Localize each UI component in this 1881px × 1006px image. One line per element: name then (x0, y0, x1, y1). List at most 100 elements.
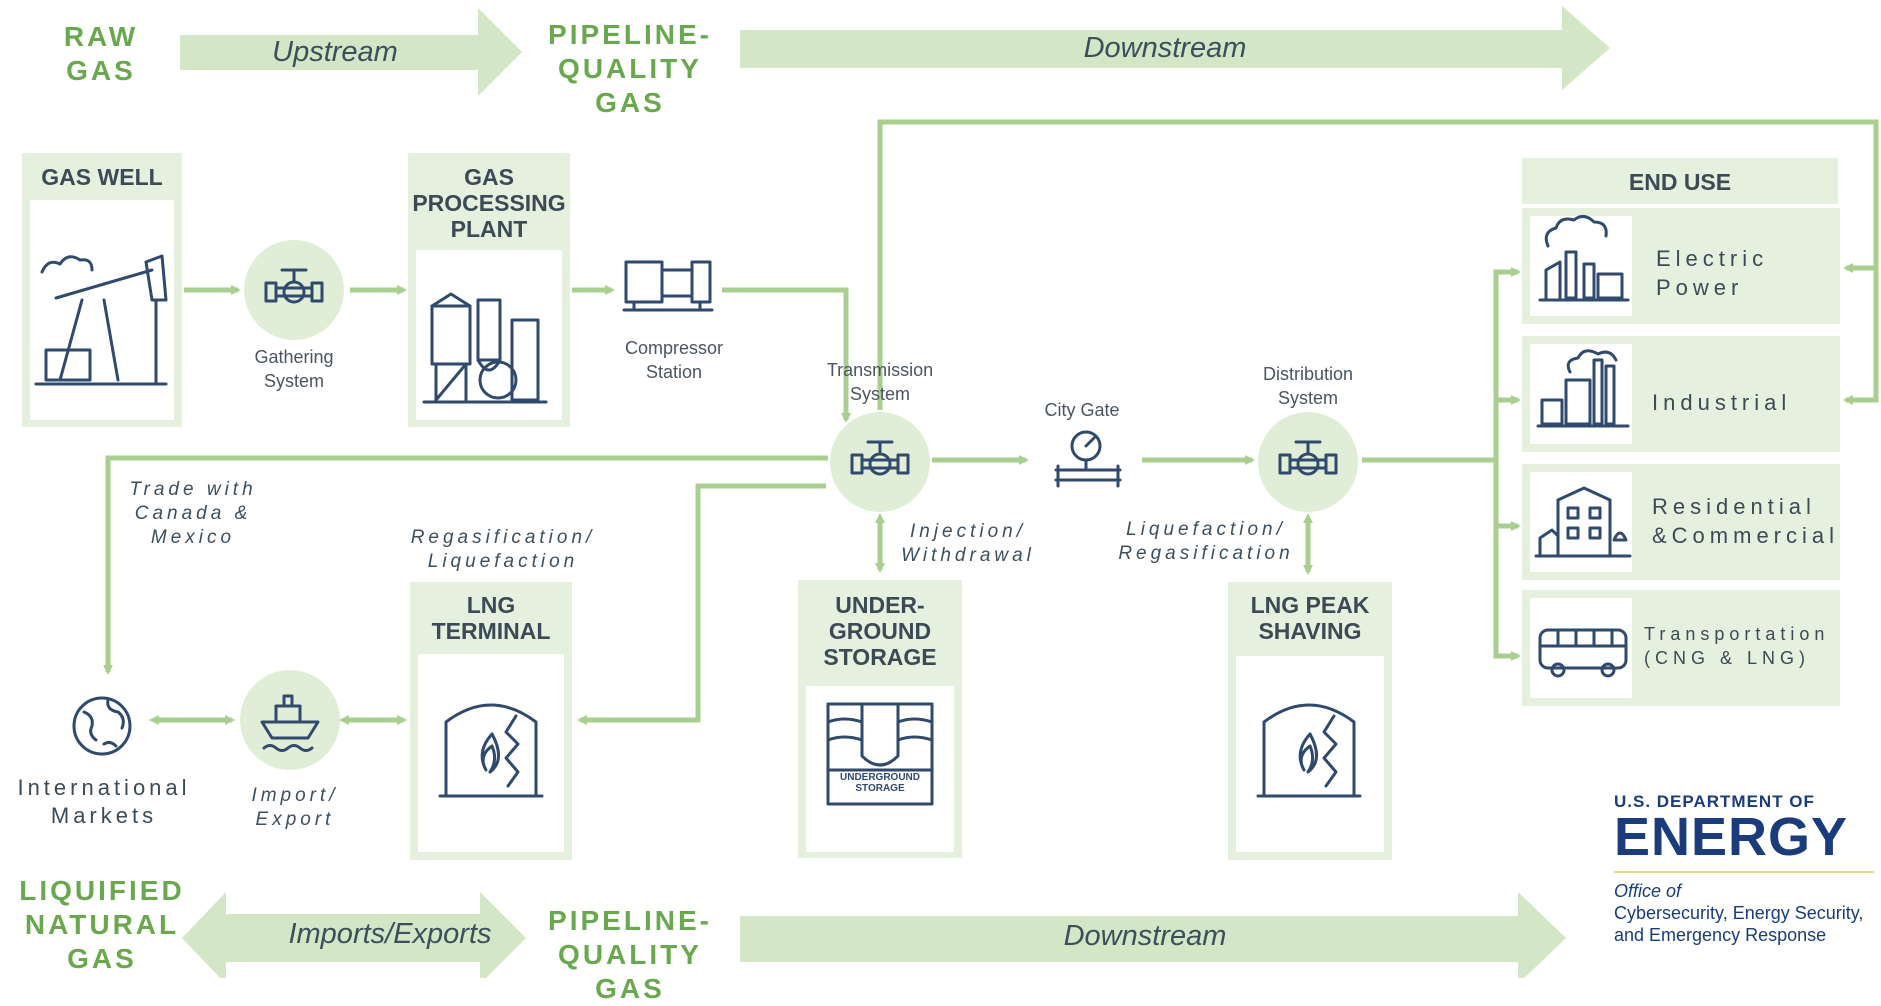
gas-well-title: GAS WELL (41, 164, 163, 190)
international-line-2: Markets (50, 803, 158, 828)
distribution-valve-icon (1278, 440, 1338, 476)
import-export-label: Import/ Export (230, 784, 360, 832)
pipeline-bottom-line-2: QUALITY GAS (558, 939, 702, 1004)
gas-processing-line-2: PROCESSING (412, 190, 566, 216)
gas-processing-box (408, 153, 570, 427)
raw-gas-label: RAW GAS (46, 20, 156, 88)
end-use-electric: Electric Power (1656, 244, 1768, 302)
trade-line-2: Canada & (134, 503, 252, 524)
lng-tank-2-icon (1256, 703, 1362, 798)
underground-storage-title: UNDER- GROUND STORAGE (798, 592, 962, 670)
electric-line-1: Electric (1656, 246, 1769, 271)
transmission-valve-icon (850, 440, 910, 476)
distribution-node (1258, 412, 1358, 512)
lng-terminal-box (410, 582, 572, 860)
gas-processing-title: GAS PROCESSING PLANT (408, 164, 570, 242)
bus-icon (1538, 628, 1628, 678)
import-export-node (240, 670, 340, 770)
storage-line-1: UNDER- (835, 592, 925, 618)
storage-icon-line-2: STORAGE (855, 783, 905, 794)
lng-line-2: NATURAL (24, 909, 180, 940)
lng-tank-icon (438, 703, 544, 798)
lng-line-1: LIQUIFIED (19, 875, 185, 906)
imports-exports-label: Imports/Exports (288, 918, 492, 950)
residential-line-2: &Commercial (1652, 523, 1840, 548)
trade-line-3: Mexico (150, 527, 236, 548)
pipeline-quality-bottom: PIPELINE- QUALITY GAS (520, 904, 740, 1006)
transmission-label: Transmission System (810, 358, 950, 406)
city-gate-label: City Gate (1044, 400, 1120, 420)
gathering-label: Gathering System (234, 345, 354, 393)
lng-terminal-line-1: LNG (466, 592, 516, 618)
gathering-line-1: Gathering (254, 347, 334, 367)
doe-line-1: U.S. DEPARTMENT OF (1614, 792, 1815, 811)
lng-line-3: GAS (67, 943, 137, 974)
flow-diagram (22, 6, 1879, 978)
gathering-line-2: System (263, 371, 324, 391)
downstream-top-label: Downstream (1083, 32, 1247, 64)
transportation-line-2: (CNG & LNG) (1644, 648, 1811, 668)
gathering-valve-icon (264, 268, 324, 304)
gas-well-box (22, 153, 182, 427)
compressor-line-1: Compressor (624, 338, 724, 358)
compressor-line-2: Station (645, 362, 703, 382)
lng-terminal-title: LNG TERMINAL (410, 592, 572, 644)
peak-shaving-line-2: SHAVING (1258, 618, 1362, 644)
doe-line-2: ENERGY (1614, 807, 1849, 867)
transportation-line-1: Transportation (1644, 624, 1830, 644)
underground-storage-icon (826, 702, 934, 806)
import-export-line-2: Export (255, 809, 335, 830)
pipeline-top-line-1: PIPELINE- (548, 19, 712, 50)
trade-line-1: Trade with (129, 479, 257, 500)
storage-icon-line-1: UNDERGROUND (840, 772, 920, 783)
pumpjack-icon (34, 254, 168, 386)
liq-regas-label: Liquefaction/ Regasification (1106, 518, 1306, 566)
gathering-node (244, 240, 344, 340)
city-gate-icon (1054, 430, 1122, 488)
doe-office-line-3: and Emergency Response (1614, 925, 1827, 945)
imports-exports-arrow (182, 892, 526, 978)
international-markets-label: International Markets (4, 774, 204, 830)
gas-processing-line-1: GAS (464, 164, 514, 190)
flow-lines (103, 119, 1879, 725)
downstream-arrow-bottom (740, 892, 1566, 978)
downstream-arrow-top (740, 6, 1610, 90)
lng-terminal-line-2: TERMINAL (431, 618, 551, 644)
residential-line-1: Residential (1652, 494, 1816, 519)
storage-line-2: GROUND (828, 618, 932, 644)
lng-peak-shaving-title: LNG PEAK SHAVING (1228, 592, 1392, 644)
electric-line-2: Power (1656, 275, 1744, 300)
transmission-line-2: System (849, 384, 910, 404)
international-line-1: International (17, 775, 191, 800)
lng-stage-label: LIQUIFIED NATURAL GAS (14, 874, 190, 976)
compressor-label: Compressor Station (604, 336, 744, 384)
lng-peak-shaving-box (1228, 582, 1392, 860)
pipeline-top-line-2: QUALITY GAS (558, 53, 702, 118)
doe-office-line-1: Office of (1614, 881, 1682, 901)
injection-label: Injection/ Withdrawal (888, 520, 1048, 568)
downstream-bottom-label: Downstream (1063, 920, 1227, 952)
end-use-industrial: Industrial (1652, 390, 1792, 415)
distribution-line-1: Distribution (1262, 364, 1354, 384)
peak-shaving-line-1: LNG PEAK (1250, 592, 1370, 618)
injection-line-2: Withdrawal (901, 545, 1035, 566)
end-use-transportation: Transportation (CNG & LNG) (1644, 622, 1829, 670)
regas-liq-label: Regasification/ Liquefaction (398, 526, 608, 574)
pipeline-bottom-line-1: PIPELINE- (548, 905, 712, 936)
import-export-line-1: Import/ (251, 785, 339, 806)
liq-regas-line-1: Liquefaction/ (1126, 519, 1286, 540)
processing-plant-icon (422, 292, 548, 404)
transmission-node (830, 412, 930, 512)
injection-line-1: Injection/ (909, 521, 1027, 542)
distribution-label: Distribution System (1238, 362, 1378, 410)
upstream-arrow (180, 8, 522, 96)
power-plant-icon (1538, 215, 1630, 302)
doe-office-line-2: Cybersecurity, Energy Security, (1614, 903, 1864, 923)
transmission-line-1: Transmission (826, 360, 934, 380)
storage-line-3: STORAGE (823, 644, 937, 670)
end-use-residential: Residential &Commercial (1652, 492, 1839, 550)
doe-office: Office of Cybersecurity, Energy Security… (1614, 880, 1880, 946)
ship-icon (260, 694, 320, 752)
upstream-label: Upstream (272, 36, 398, 68)
end-use-title: END USE (1628, 169, 1732, 195)
